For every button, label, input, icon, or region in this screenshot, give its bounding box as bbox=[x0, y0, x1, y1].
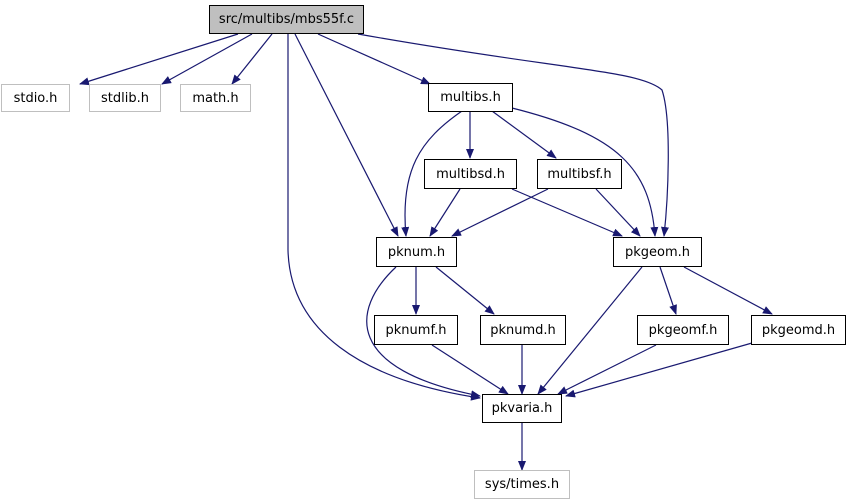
node-stdlib-h[interactable]: stdlib.h bbox=[89, 84, 161, 112]
edge-pkgeomd-to-pkvaria bbox=[565, 342, 753, 398]
node-multibs-h[interactable]: multibs.h bbox=[428, 83, 513, 112]
node-pkgeom-h[interactable]: pkgeom.h bbox=[613, 237, 702, 267]
edge-pknum-to-pknumd bbox=[435, 266, 495, 315]
node-multibsf-h[interactable]: multibsf.h bbox=[537, 159, 622, 189]
edge-multibsf-to-pkgeom bbox=[595, 188, 641, 237]
edge-pknumf-to-pkvaria bbox=[431, 344, 509, 395]
edge-multibs-to-pknum bbox=[401, 110, 463, 237]
edge-mbs55f-to-pknum bbox=[294, 33, 399, 237]
node-pkvaria-h[interactable]: pkvaria.h bbox=[482, 394, 562, 423]
node-sys-times-h[interactable]: sys/times.h bbox=[474, 470, 570, 499]
edge-pkgeom-to-pkgeomd bbox=[683, 266, 773, 315]
node-pkgeomf-h[interactable]: pkgeomf.h bbox=[637, 315, 729, 345]
node-mbs55f-c[interactable]: src/multibs/mbs55f.c bbox=[209, 5, 364, 34]
node-pkgeomd-h[interactable]: pkgeomd.h bbox=[751, 315, 846, 345]
node-pknum-h[interactable]: pknum.h bbox=[376, 237, 457, 267]
edge-multibsf-to-pknum bbox=[451, 188, 549, 237]
edge-pknum-to-pkvaria bbox=[366, 266, 481, 399]
node-stdio-h[interactable]: stdio.h bbox=[1, 84, 70, 112]
edge-mbs55f-to-pkvaria bbox=[287, 34, 481, 401]
node-pknumf-h[interactable]: pknumf.h bbox=[374, 315, 458, 345]
edge-mbs55f-to-stdlib bbox=[161, 33, 253, 85]
edge-multibsd-to-pkgeom bbox=[511, 188, 623, 237]
edge-multibs-to-pkgeom bbox=[511, 107, 659, 237]
edge-multibsd-to-pknum bbox=[429, 188, 461, 237]
edge-mbs55f-to-stdio bbox=[79, 33, 239, 86]
edge-pkgeom-to-pkgeomf bbox=[659, 266, 677, 315]
node-pknumd-h[interactable]: pknumd.h bbox=[480, 315, 566, 345]
edge-multibs-to-multibsf bbox=[491, 110, 557, 159]
edge-pkgeom-to-pkvaria bbox=[537, 266, 643, 395]
edge-mbs55f-to-math bbox=[231, 33, 273, 85]
edge-pkgeomf-to-pkvaria bbox=[557, 344, 657, 395]
node-multibsd-h[interactable]: multibsd.h bbox=[424, 159, 517, 189]
edge-mbs55f-to-multibs bbox=[317, 33, 431, 85]
edge-mbs55f-to-pkgeom bbox=[357, 33, 669, 237]
node-math-h[interactable]: math.h bbox=[180, 84, 251, 112]
